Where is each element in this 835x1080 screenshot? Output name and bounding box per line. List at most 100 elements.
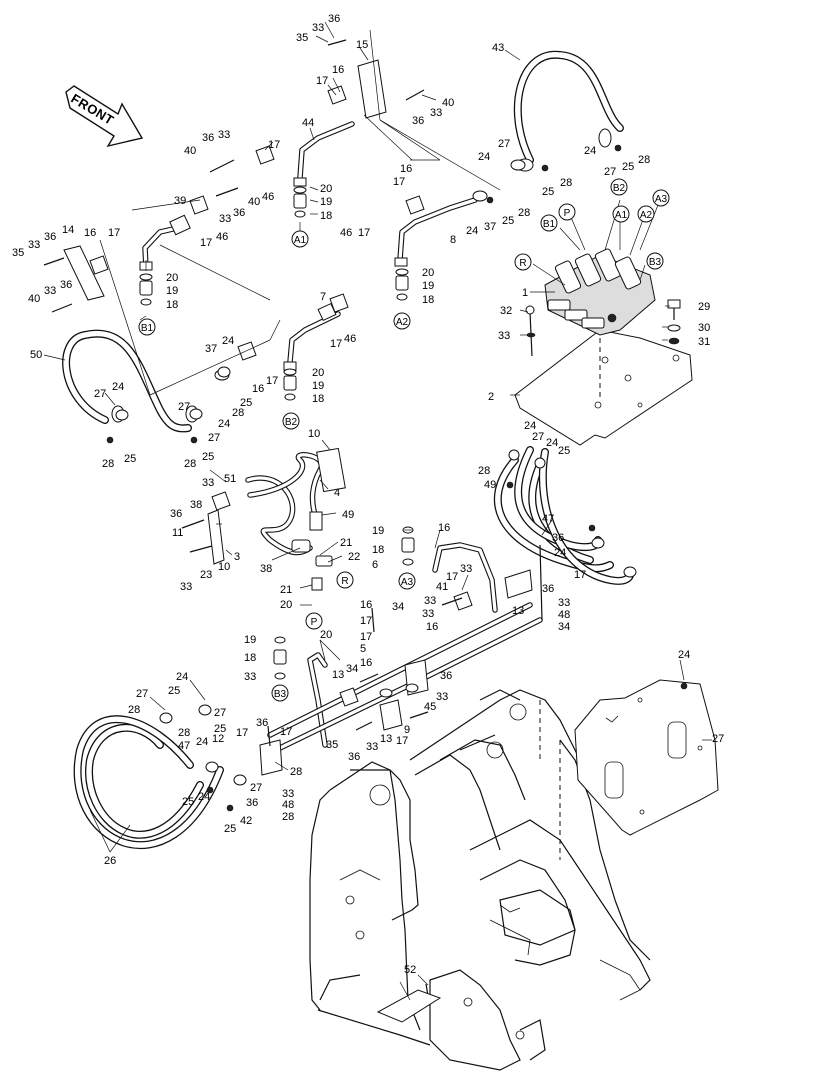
part-label: 19 — [312, 380, 324, 392]
part-label: 47 — [178, 740, 190, 752]
part-label: 23 — [200, 569, 212, 581]
part-labels: 36 33 35 15 43 16 17 40 33 36 44 36 33 4… — [12, 13, 724, 976]
callout-a3-fit: A3 — [401, 577, 414, 588]
part-label: 25 — [558, 445, 570, 457]
valve-mount-plate-2 — [514, 320, 693, 446]
part-label: 45 — [424, 701, 436, 713]
callout-b1: B1 — [141, 323, 154, 334]
part-label: 39 — [174, 195, 186, 207]
part-label: 36 — [60, 279, 72, 291]
part-label: 17 — [574, 569, 586, 581]
part-label: 47 — [542, 513, 554, 525]
part-label: 17 — [268, 139, 280, 151]
part-label: 25 — [224, 823, 236, 835]
part-label: 22 — [348, 551, 360, 563]
part-label: 13 — [332, 669, 344, 681]
part-label: 52 — [404, 964, 416, 976]
callout-p-fit: P — [311, 617, 318, 628]
callout-r-fit: R — [341, 576, 348, 587]
part-label: 27 — [94, 388, 106, 400]
part-label: 19 — [320, 196, 332, 208]
part-label: 33 — [202, 477, 214, 489]
part-label: 24 — [198, 791, 210, 803]
part-label: 24 — [176, 671, 188, 683]
part-label: 27 — [208, 432, 220, 444]
part-label: 33 — [558, 597, 570, 609]
part-label: 36 — [412, 115, 424, 127]
part-label: 33 — [28, 239, 40, 251]
part-label: 20 — [312, 367, 324, 379]
callout-p: P — [564, 208, 571, 219]
part-label: 37 — [205, 343, 217, 355]
loader-frame — [309, 689, 651, 1071]
part-label: 13 — [380, 733, 392, 745]
part-label: 28 — [128, 704, 140, 716]
step-52 — [376, 989, 442, 1023]
part-label: 24 — [584, 145, 596, 157]
part-label: 28 — [282, 811, 294, 823]
brackets — [63, 59, 533, 776]
pipes-3-4 — [245, 452, 333, 591]
part-label: 17 — [200, 237, 212, 249]
part-label: 18 — [312, 393, 324, 405]
part-label: 17 — [280, 726, 292, 738]
part-label: 17 — [358, 227, 370, 239]
part-label: 25 — [502, 215, 514, 227]
part-label: 35 — [12, 247, 24, 259]
part-label: 27 — [136, 688, 148, 700]
part-label: 19 — [422, 280, 434, 292]
callout-b1-valve: B1 — [543, 219, 556, 230]
circled-callouts: A1 A2 A3 B1 B2 B3 P R A1 A2 B1 B2 R P A3… — [138, 178, 670, 702]
part-label: 1 — [522, 287, 528, 299]
part-label: 17 — [393, 176, 405, 188]
part-label: 28 — [178, 727, 190, 739]
part-label: 17 — [396, 735, 408, 747]
callout-b3-fit: B3 — [274, 689, 287, 700]
part-label: 5 — [360, 643, 366, 655]
bolt-stack-left — [525, 305, 536, 357]
part-label: 33 — [424, 595, 436, 607]
part-label: 51 — [224, 473, 236, 485]
part-label: 33 — [430, 107, 442, 119]
part-label: 34 — [558, 621, 570, 633]
hose-50 — [62, 329, 199, 433]
part-label: 24 — [554, 547, 566, 559]
part-label: 36 — [348, 751, 360, 763]
part-label: 17 — [446, 571, 458, 583]
part-label: 18 — [320, 210, 332, 222]
part-label: 25 — [202, 451, 214, 463]
part-label: 10 — [308, 428, 320, 440]
hose-fittings — [106, 144, 688, 812]
part-label: 33 — [436, 691, 448, 703]
leader-lines — [43, 21, 712, 1001]
part-label: 40 — [248, 196, 260, 208]
part-label: 49 — [342, 509, 354, 521]
part-label: 11 — [172, 527, 183, 539]
part-label: 16 — [360, 599, 372, 611]
part-label: 36 — [552, 532, 564, 544]
part-label: 34 — [392, 601, 404, 613]
part-label: 25 — [622, 161, 634, 173]
callout-b2-line: B2 — [285, 417, 298, 428]
part-label: 9 — [404, 724, 410, 736]
part-label: 33 — [312, 22, 324, 34]
part-label: 36 — [542, 583, 554, 595]
part-label: 24 — [196, 736, 208, 748]
part-label: 37 — [484, 221, 496, 233]
callout-a1-valve: A1 — [615, 210, 628, 221]
part-label: 19 — [372, 525, 384, 537]
part-label: 17 — [266, 375, 278, 387]
part-label: 6 — [372, 559, 378, 571]
part-label: 27 — [498, 138, 510, 150]
part-label: 13 — [512, 605, 524, 617]
part-label: 33 — [422, 608, 434, 620]
part-label: 18 — [244, 652, 256, 664]
part-label: 28 — [518, 207, 530, 219]
control-valve-1 — [544, 248, 656, 336]
part-label: 17 — [108, 227, 120, 239]
part-label: 4 — [334, 487, 340, 499]
part-label: 32 — [500, 305, 512, 317]
part-label: 48 — [558, 609, 570, 621]
part-label: 36 — [256, 717, 268, 729]
part-label: 17 — [360, 615, 372, 627]
